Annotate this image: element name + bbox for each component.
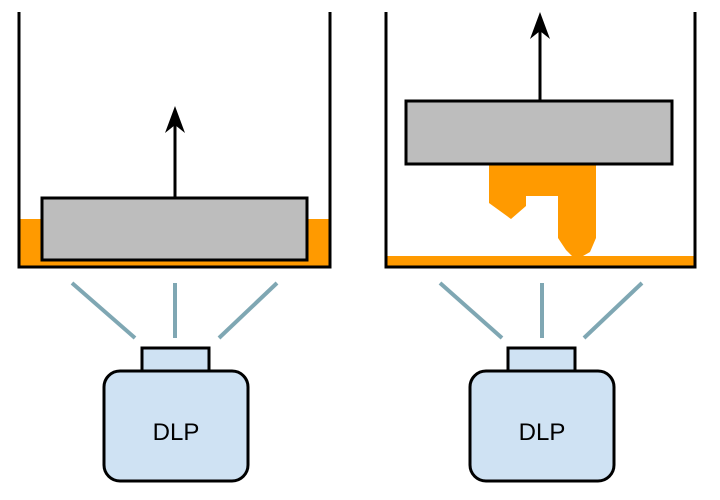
build-platform: [40, 196, 309, 262]
projector-lens: [506, 346, 577, 374]
projector-label: DLP: [153, 419, 200, 446]
arrowhead-icon: [165, 106, 185, 133]
light-ray: [438, 281, 504, 340]
projector-lens: [140, 346, 211, 374]
printed-object: [489, 165, 596, 256]
vat-walls: [384, 12, 697, 269]
panel-right: DLP: [384, 12, 697, 483]
light-ray: [582, 281, 644, 340]
light-ray: [70, 281, 137, 340]
dlp-projector: [468, 369, 616, 483]
panel-left: DLP: [17, 12, 332, 483]
projector-label: DLP: [519, 419, 566, 446]
build-platform: [404, 99, 674, 166]
dlp-projector: [102, 369, 250, 483]
resin-layer: [386, 256, 695, 266]
vat-walls: [17, 12, 332, 269]
arrowhead-icon: [530, 12, 550, 39]
light-ray: [217, 281, 279, 340]
